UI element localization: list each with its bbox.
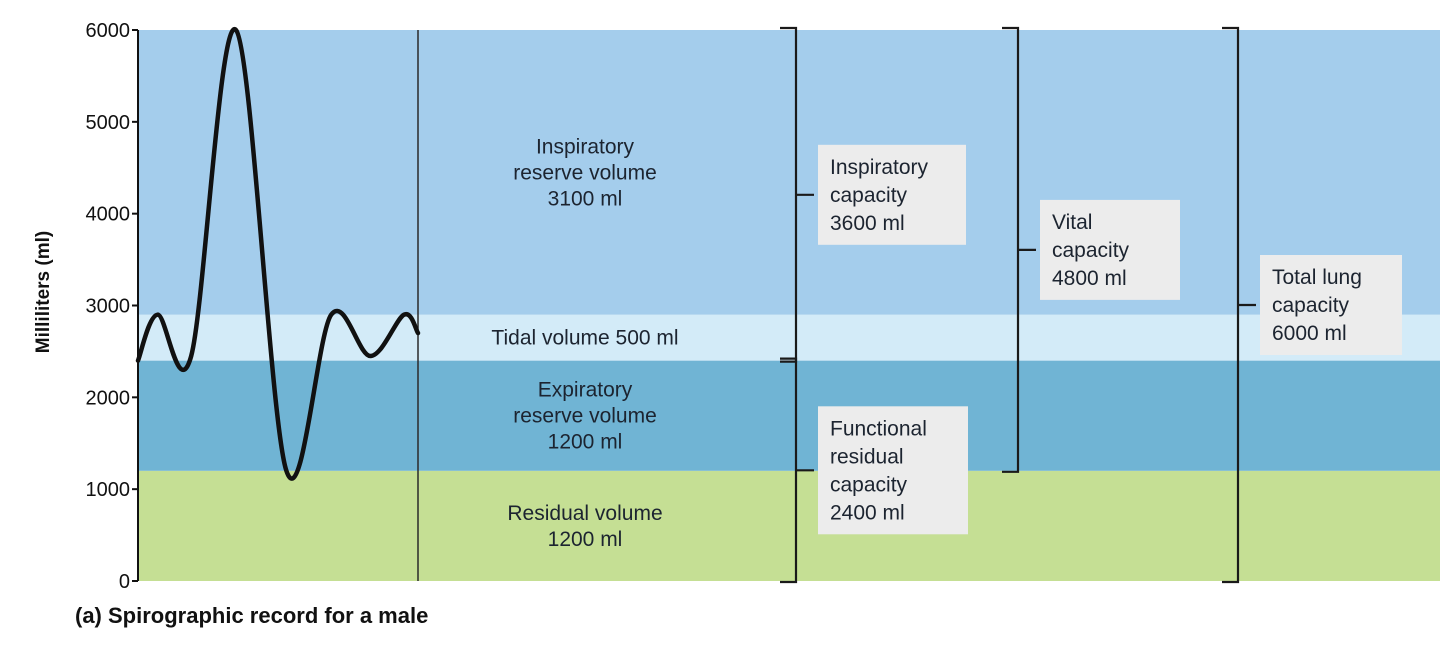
capacity-box-tlc (1260, 255, 1402, 355)
y-axis: 0 1000 2000 3000 4000 5000 6000 (86, 20, 139, 593)
bracket-tlc (1222, 26, 1256, 584)
trace-line (135, 27, 421, 481)
y-tick-label: 4000 (86, 204, 131, 226)
figure-caption: (a) Spirographic record for a male (75, 603, 429, 628)
y-axis-label: Milliliters (ml) (33, 231, 54, 353)
band-label-tv: Tidal volume 500 ml (491, 327, 678, 350)
band-rv (138, 470, 1440, 581)
band-tv (138, 314, 1440, 361)
y-tick-label: 2000 (86, 387, 131, 409)
y-tick-label: 1000 (86, 479, 131, 501)
bracket-vc (1002, 26, 1036, 473)
capacity-box-frc (818, 406, 968, 535)
y-tick-label: 3000 (86, 296, 131, 318)
capacity-box-ic (818, 144, 966, 245)
y-tick-label: 6000 (86, 20, 131, 42)
bracket-frc (780, 357, 814, 584)
y-tick-label: 0 (119, 571, 130, 593)
capacity-box-vc (1040, 199, 1180, 300)
band-irv (138, 30, 1440, 315)
band-erv (138, 360, 1440, 471)
y-tick-label: 5000 (86, 112, 131, 134)
breathing-trace (135, 27, 421, 481)
volume-bands (138, 30, 1440, 581)
bracket-ic (780, 26, 814, 363)
